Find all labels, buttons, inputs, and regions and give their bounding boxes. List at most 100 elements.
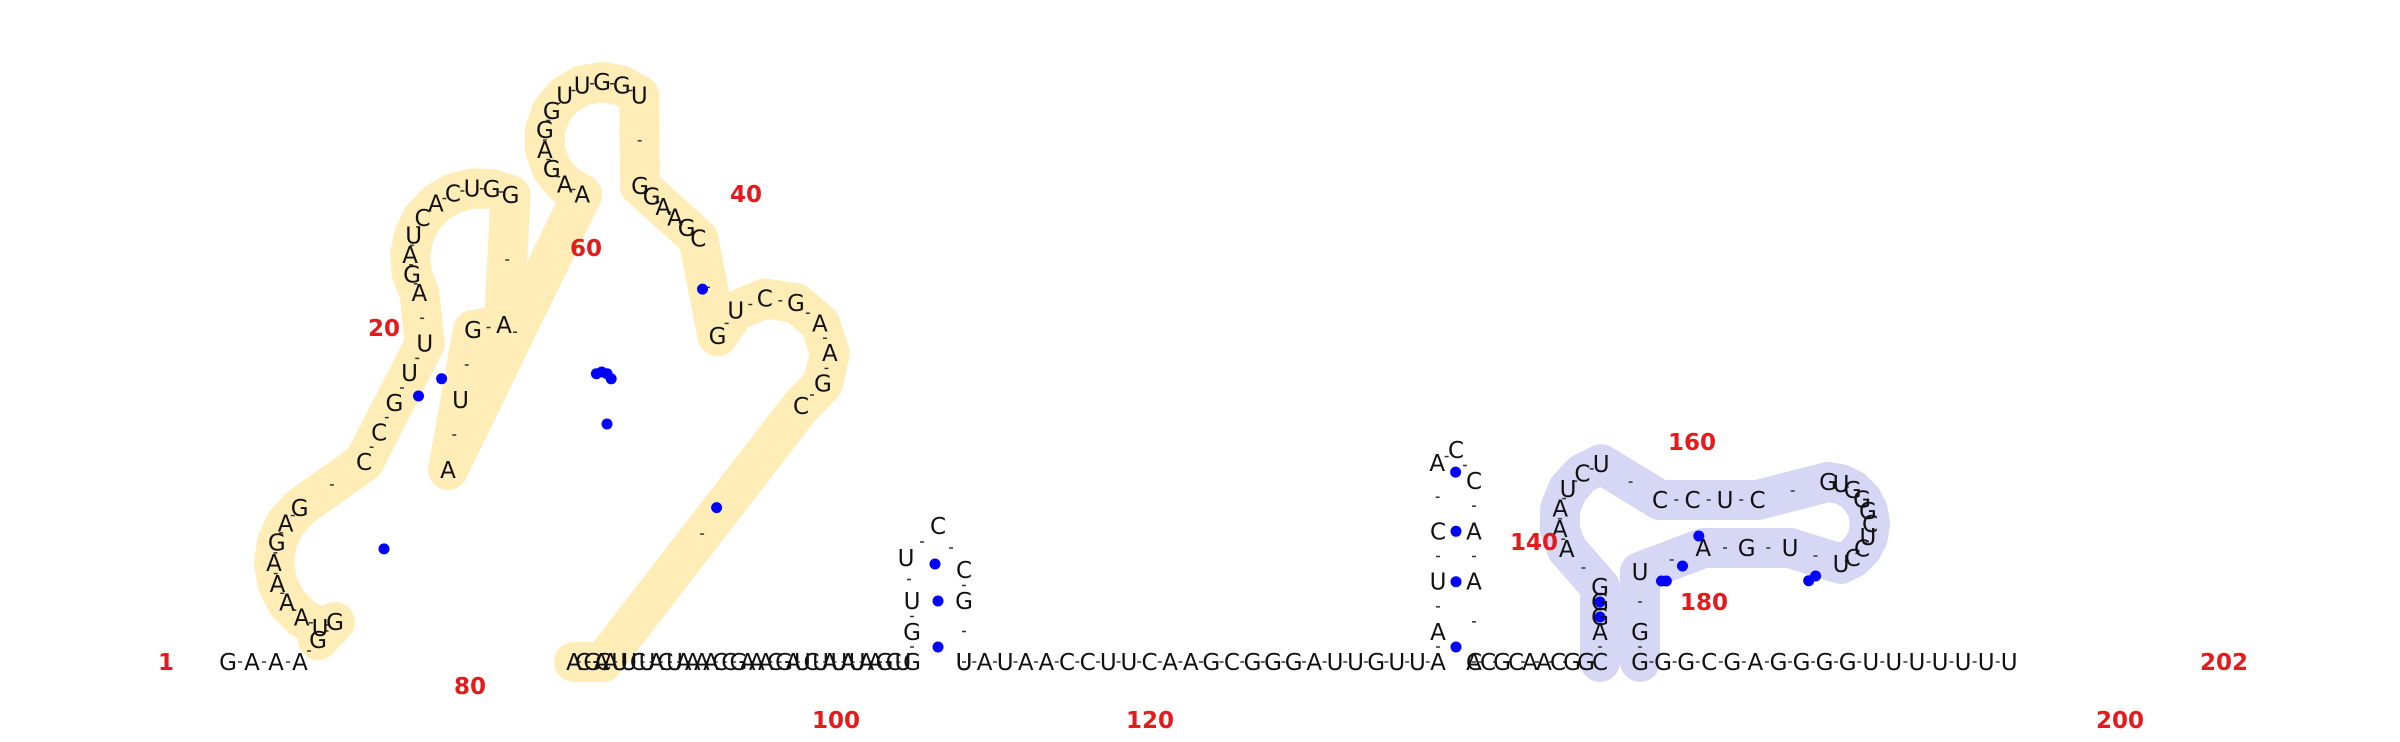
base-61: C (575, 650, 591, 676)
base-60: A (566, 650, 582, 676)
base-139: C (1480, 650, 1496, 676)
base-175: U (1632, 560, 1649, 586)
base-105: U (956, 650, 973, 676)
position-label-1: 1 (158, 650, 174, 676)
base-97: G (903, 650, 921, 676)
base-128: A (1430, 650, 1446, 676)
base-88: A (822, 650, 838, 676)
base-26: C (445, 182, 461, 208)
base-44: U (631, 84, 648, 110)
base-pair-dot (1450, 525, 1462, 537)
base-38: G (536, 118, 554, 144)
base-15: C (356, 450, 372, 476)
base-68: U (639, 650, 656, 676)
base-179: G (1677, 650, 1695, 676)
base-79: A (740, 650, 756, 676)
base-120: G (1264, 650, 1282, 676)
base-pair-dot (1803, 575, 1815, 587)
base-98: G (903, 620, 921, 646)
base-pair-dot (711, 502, 723, 514)
base-148: A (1592, 620, 1608, 646)
base-104: U (956, 650, 973, 676)
base-28: G (483, 177, 501, 203)
base-4: A (292, 650, 308, 676)
base-122: A (1306, 650, 1322, 676)
base-90: A (840, 650, 856, 676)
base-118: C (1224, 650, 1240, 676)
base-190: U (1932, 650, 1949, 676)
base-81: A (758, 650, 774, 676)
base-158: C (1652, 488, 1668, 514)
base-40: U (556, 84, 573, 110)
base-87: U (812, 650, 829, 676)
position-label-20: 20 (368, 316, 400, 342)
base-123: U (1327, 650, 1344, 676)
base-42: G (593, 70, 611, 96)
base-34: A (574, 183, 590, 209)
base-5: G (309, 628, 327, 654)
base-78: G (729, 650, 747, 676)
base-pair-dot (1450, 576, 1462, 588)
base-107: U (997, 650, 1014, 676)
base-16: C (371, 420, 387, 446)
base-pair-dot (590, 368, 602, 380)
base-pair-dot (929, 558, 941, 570)
position-label-160: 160 (1668, 430, 1716, 456)
base-184: G (1793, 650, 1811, 676)
base-pair-dot (1693, 530, 1705, 542)
base-159: C (1684, 488, 1700, 514)
base-188: U (1885, 650, 1902, 676)
base-21: G (403, 263, 421, 289)
base-133: C (1448, 438, 1464, 464)
base-149: G (1591, 605, 1609, 631)
base-115: A (1162, 650, 1178, 676)
yellow-highlight-path (254, 62, 850, 682)
position-label-40: 40 (730, 182, 762, 208)
base-65: U (611, 650, 628, 676)
base-168: U (1859, 525, 1876, 551)
base-74: A (694, 650, 710, 676)
base-pair-dot (1594, 611, 1606, 623)
base-51: G (709, 324, 727, 350)
base-124: U (1347, 650, 1364, 676)
base-99: U (904, 589, 921, 615)
base-93: A (868, 650, 884, 676)
base-177: G (1631, 650, 1649, 676)
base-24: C (414, 206, 430, 232)
base-156: C (1574, 462, 1590, 488)
base-1: G (219, 650, 237, 676)
position-label-202: 202 (2200, 650, 2248, 676)
base-144: C (1550, 650, 1566, 676)
base-36: G (543, 157, 561, 183)
base-71: U (666, 650, 683, 676)
position-label-100: 100 (812, 708, 860, 734)
base-181: G (1723, 650, 1741, 676)
base-67: C (630, 650, 646, 676)
base-174: A (1695, 536, 1711, 562)
base-50: C (690, 227, 706, 253)
base-114: C (1141, 650, 1157, 676)
base-48: A (667, 206, 683, 232)
base-80: A (749, 650, 765, 676)
base-146: G (1577, 650, 1595, 676)
base-106: A (977, 650, 993, 676)
base-46: G (643, 185, 661, 211)
base-pair-dots (378, 283, 1822, 653)
base-52: U (727, 299, 744, 325)
base-154: A (1552, 496, 1568, 522)
position-label-180: 180 (1680, 590, 1728, 616)
base-45: G (631, 174, 649, 200)
base-189: U (1908, 650, 1925, 676)
base-137: A (1466, 650, 1482, 676)
base-151: G (1591, 575, 1609, 601)
base-153: A (1552, 517, 1568, 543)
base-187: U (1862, 650, 1879, 676)
base-pair-dot (601, 418, 613, 430)
base-14: G (291, 496, 309, 522)
base-178: G (1654, 650, 1672, 676)
base-75: A (703, 650, 719, 676)
base-193: U (2001, 650, 2018, 676)
base-171: U (1833, 552, 1850, 578)
base-127: U (1409, 650, 1426, 676)
